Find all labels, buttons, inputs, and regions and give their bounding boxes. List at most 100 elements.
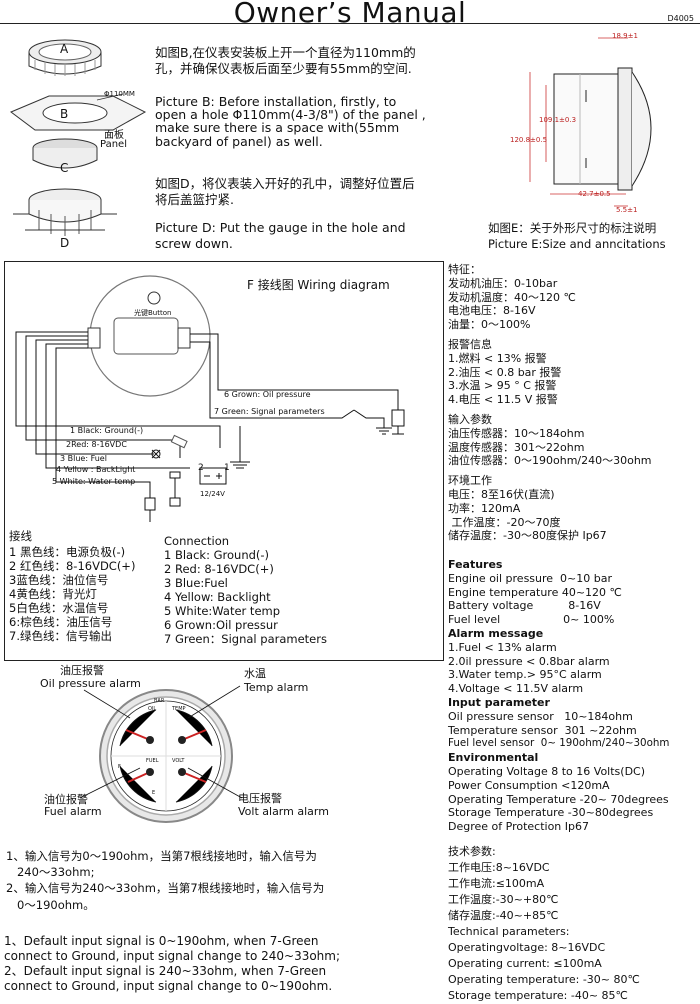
dim-depth-front: 18.9±1	[612, 32, 638, 40]
connection-cn-item: 3蓝色线：油位信号	[9, 573, 109, 587]
dim-bezel-dia: 120.8±0.5	[510, 136, 548, 144]
connection-cn-list: 1 黑色线：电源负极(-) 2 红色线：8-16VDC(+) 3蓝色线：油位信号…	[9, 545, 135, 643]
note-en-2: 2、Default input signal is 240~33ohm, whe…	[4, 964, 327, 978]
note-cn-1b: 240～33ohm;	[6, 865, 95, 879]
step-b-en-1: Picture B: Before installation, firstly,…	[155, 94, 397, 109]
connection-en-item: 2 Red: 8-16VDC(+)	[164, 562, 274, 576]
tech-en-item: Operating temperature: -30~ 80℃	[448, 973, 640, 986]
wire-4-label: 4 Yellow : BackLight	[56, 465, 136, 474]
wire-2-label: 2Red: 8-16VDC	[66, 440, 127, 449]
env-en-item: Degree of Protection Ip67	[448, 820, 590, 834]
ground-symbol-icon	[376, 427, 392, 435]
lamp-icon	[151, 449, 161, 459]
feature-cn-item: 油量：0～100%	[448, 318, 531, 332]
step-b-en-4: backyard of panel) as well.	[155, 134, 323, 149]
env-en-title: Environmental	[448, 751, 539, 765]
tech-cn-item: 工作电压:8~16VDC	[448, 861, 550, 874]
alarm-en-item: 2.0il pressure < 0.8bar alarm	[448, 654, 610, 668]
alarm-en-item: 4.Voltage < 11.5V alarm	[448, 682, 584, 696]
tech-en-item: Operating current: ≤100mA	[448, 957, 602, 970]
note-cn-2: 2、输入信号为240～33ohm，当第7根线接地时，输入信号为	[6, 881, 325, 895]
gauge-bar-label: BAR	[154, 698, 165, 704]
env-cn-title: 环境工作	[448, 474, 492, 488]
step-d-en-2: screw down.	[155, 236, 233, 251]
features-en-title: Features	[448, 558, 503, 571]
wiring-title: F 接线图 Wiring diagram	[247, 278, 390, 292]
env-cn-item: 工作温度：-20～70度	[448, 515, 561, 529]
button-icon	[147, 291, 161, 305]
tech-cn-item: 工作温度:-30~+80℃	[448, 893, 559, 906]
gauge-oil-label: OIL	[148, 706, 157, 712]
alarm-cn-item: 3.水温 > 95 ° C 报警	[448, 379, 557, 393]
connection-cn-title: 接线	[9, 529, 32, 543]
alarm-cn-item: 4.电压 < 11.5 V 报警	[448, 393, 558, 407]
dim-body-depth: 42.7±0.5	[578, 190, 611, 198]
wiring-diagram	[15, 275, 405, 522]
feature-en-item: Engine oil pressure 0~10 bar	[448, 571, 612, 585]
wire-7-label: 7 Green: Signal parameters	[214, 407, 325, 416]
alarm-cn-title: 报警信息	[448, 337, 492, 351]
connection-en-item: 4 Yellow: Backlight	[164, 590, 271, 604]
alarm-en-item: 1.Fuel < 13% alarm	[448, 640, 557, 654]
button-label: 光键Button	[134, 309, 172, 317]
wire-3-label: 3 Blue: Fuel	[60, 454, 107, 463]
step-b-en-2: open a hole Φ110mm(4-3/8") of the panel …	[155, 107, 426, 122]
battery-icon	[199, 467, 227, 485]
input-cn-item: 油压传感器：10～184ohm	[448, 426, 585, 440]
wire-1-label: 1 Black: Ground(-)	[70, 426, 144, 435]
fuel-sender-icon	[169, 471, 181, 507]
feature-en-item: Fuel level 0~ 100%	[448, 613, 615, 627]
figure-e-caption-cn: 如图E：关于外形尺寸的标注说明	[488, 221, 657, 235]
dim-body-dia: 109.1±0.3	[539, 116, 577, 124]
gauge-temp-label: TEMP	[172, 706, 186, 712]
specs-en-column: Features Engine oil pressure 0~10 bar En…	[448, 558, 669, 834]
connection-en-item: 1 Black: Ground(-)	[164, 548, 270, 562]
connection-cn-item: 6:棕色线：油压信号	[9, 615, 113, 629]
connection-cn-item: 7.绿色线：信号输出	[9, 629, 112, 643]
step-b-en-3: make sure there is a space with(55mm	[155, 120, 400, 135]
connection-en-item: 5 White:Water temp	[164, 604, 281, 618]
gauge-empty-label: E	[152, 790, 156, 796]
part-label-d: D	[60, 236, 70, 250]
dimension-drawing	[529, 37, 652, 207]
tech-cn-item: 工作电流:≤100mA	[448, 877, 545, 890]
note-en-2b: connect to Ground, input signal change t…	[4, 979, 333, 993]
connection-en-list: 1 Black: Ground(-) 2 Red: 8-16VDC(+) 3 B…	[164, 548, 327, 646]
connection-en-item: 3 Blue:Fuel	[164, 576, 228, 590]
wiring-diagram-frame	[4, 261, 444, 661]
fuel-alarm-label-en: Fuel alarm	[44, 805, 102, 818]
env-en-item: Storage Temperature -30~80degrees	[448, 806, 654, 820]
figure-e-caption-en: Picture E:Size and anncitations	[488, 237, 666, 251]
volt-alarm-label-cn: 电压报警	[238, 792, 282, 805]
gauge-fuel-label: FUEL	[146, 758, 159, 764]
input-en-title: Input parameter	[448, 695, 550, 709]
dim-flange: 5.5±1	[616, 206, 638, 214]
connection-cn-item: 1 黑色线：电源负极(-)	[9, 545, 126, 559]
features-cn-title: 特征：	[448, 263, 481, 276]
temp-alarm-label-cn: 水温	[244, 667, 266, 680]
tech-params: 技术参数: 工作电压:8~16VDC 工作电流:≤100mA 工作温度:-30~…	[448, 844, 640, 1004]
battery-label: 12/24V	[200, 490, 225, 498]
connection-en-item: 6 Grown:Oil pressur	[164, 618, 278, 632]
note-cn-2b: 0～190ohm。	[6, 898, 95, 912]
alarm-en-item: 3.Water temp.> 95°C alarm	[448, 668, 602, 682]
connection-cn-item: 4黄色线：背光灯	[9, 587, 97, 601]
volt-alarm-label-en: Volt alarm alarm	[238, 805, 329, 818]
gauge-face-illustration	[99, 689, 233, 823]
feature-en-item: Engine temperature 40~120 ℃	[448, 585, 622, 599]
connection-en-item: 7 Green：Signal parameters	[164, 632, 327, 646]
hole-diameter-label: Φ110MM	[104, 90, 135, 98]
tech-cn-title: 技术参数:	[448, 845, 496, 858]
part-label-c: C	[60, 161, 69, 175]
page-title: Owner’s Manual	[233, 0, 467, 29]
installation-diagram	[10, 39, 147, 236]
water-temp-sensor-icon	[144, 497, 156, 522]
step-b-cn-2: 孔，并确保仪表板后面至少要有55mm的空间.	[155, 61, 412, 76]
env-cn-item: 功率：120mA	[448, 501, 521, 515]
tech-en-item: Operatingvoltage: 8~16VDC	[448, 941, 606, 954]
oil-alarm-label-cn: 油压报警	[60, 664, 104, 677]
step-d-cn-2: 将后盖篮拧紧.	[155, 192, 234, 207]
terminal-2-label: 2	[198, 463, 204, 473]
doc-code: D4005	[667, 14, 694, 23]
input-en-item: Fuel level sensor 0~ 190ohm/240~30ohm	[448, 737, 670, 750]
